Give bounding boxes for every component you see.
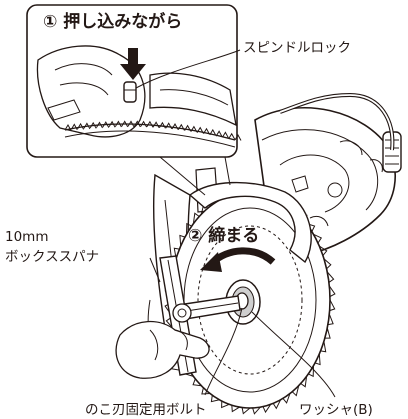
leader-wrench [149,257,161,283]
inset-connector-line [224,156,231,186]
spindle-lock-inset [26,4,242,158]
washer-label: ワッシャ(B) [299,402,373,418]
saw-tooth [300,376,308,388]
leader-spindle-lock [135,49,241,89]
inset-connector-line [159,156,206,196]
saw-tooth [210,395,220,403]
step1-label: ① 押し込みながら [43,11,182,32]
saw-tooth [291,385,300,397]
leader-blade-bolt [204,307,243,396]
saw-tooth [252,406,261,415]
saw-tooth [231,405,240,413]
tighten-rotation-arrow [200,247,276,272]
saw-tooth [324,327,331,339]
saw-tooth [165,317,174,329]
saw-tooth [241,407,251,415]
saw-tooth [201,387,211,395]
saw-tooth [179,234,186,247]
saw-tooth [272,399,282,410]
saw-tooth [326,271,335,283]
step2-label: ② 締まる [188,225,259,246]
wrench-size-label: 10mm [5,229,48,245]
spindle-lock-label: スピンドルロック [243,40,351,56]
saw-tooth [221,401,230,409]
saw-tooth [192,378,202,387]
saw-tooth [319,245,328,256]
saw-tooth [314,353,321,366]
blade-bolt-label: のこ刃固定用ボルト [85,402,207,418]
leader-washer [251,311,336,398]
saw-tooth [327,313,334,326]
saw-tooth [262,404,272,414]
wrench-name-label: ボックススパナ [5,249,99,265]
saw-tooth [186,222,192,235]
saw-tooth [313,233,323,244]
saw-tooth [282,393,291,404]
saw-tooth [329,299,336,312]
saw-tooth [320,341,327,353]
upper-blade-guard [188,181,312,264]
saw-tooth [323,258,332,270]
saw-tooth [328,285,336,297]
saw-tooth [192,212,200,224]
saw-tooth [173,247,180,259]
hand [115,320,210,379]
